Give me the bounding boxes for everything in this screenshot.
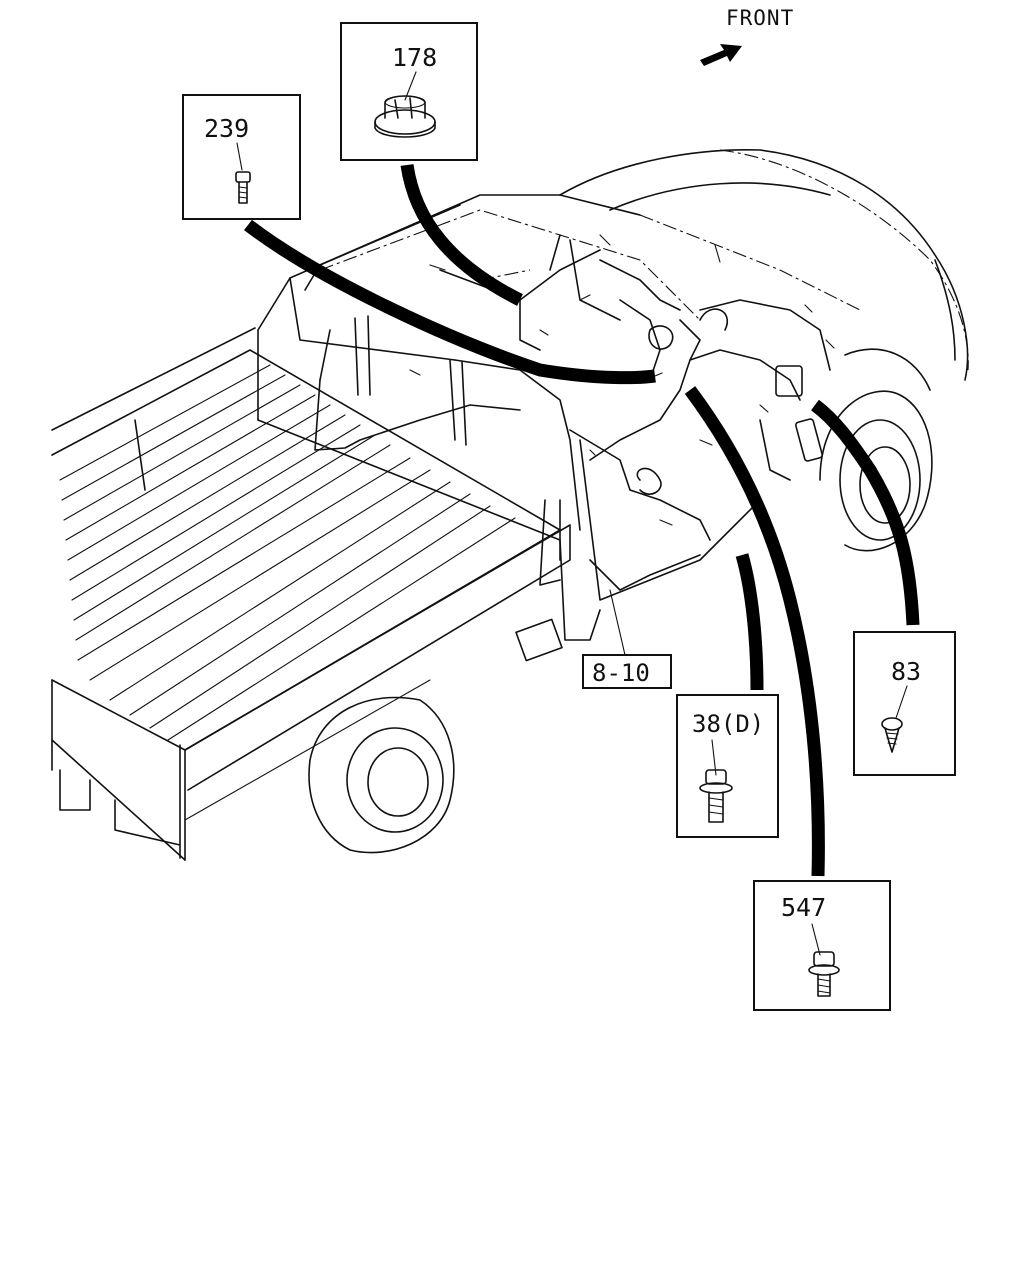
truck-drawing (51, 148, 969, 861)
callout-83-label: 83 (891, 657, 921, 686)
front-arrow-icon (700, 44, 742, 66)
flange-bolt-547-icon (808, 951, 840, 997)
leader-239 (244, 219, 656, 385)
flange-bolt-icon (699, 769, 733, 823)
callout-547-label: 547 (781, 893, 826, 922)
callout-178[interactable]: 178 (340, 22, 478, 161)
front-label: FRONT (726, 6, 794, 30)
callout-8-10[interactable]: 8-10 (582, 589, 672, 689)
cargo-bed (51, 327, 571, 861)
cab-body (257, 194, 861, 641)
leader-lines (244, 163, 920, 877)
tapping-screw-icon (881, 717, 903, 753)
bolt-icon (235, 171, 251, 204)
leader-547 (684, 386, 825, 877)
callout-239-label: 239 (204, 114, 249, 143)
callout-239[interactable]: 239 (182, 94, 301, 220)
callout-38d-label: 38(D) (692, 710, 764, 738)
callout-178-label: 178 (392, 43, 437, 72)
callout-83[interactable]: 83 (853, 631, 956, 776)
front-wheel (819, 390, 933, 552)
leader-178 (400, 163, 523, 306)
callout-8-10-label: 8-10 (592, 659, 650, 687)
leader-38d (735, 553, 764, 691)
front-indicator: FRONT (700, 6, 794, 66)
grommet-icon (374, 95, 436, 138)
wiring-harness (314, 234, 835, 591)
rear-wheel (308, 696, 455, 854)
leader-83 (811, 399, 920, 626)
callout-38d[interactable]: 38(D) (676, 694, 779, 838)
callout-547[interactable]: 547 (753, 880, 891, 1011)
front-end (559, 148, 969, 391)
